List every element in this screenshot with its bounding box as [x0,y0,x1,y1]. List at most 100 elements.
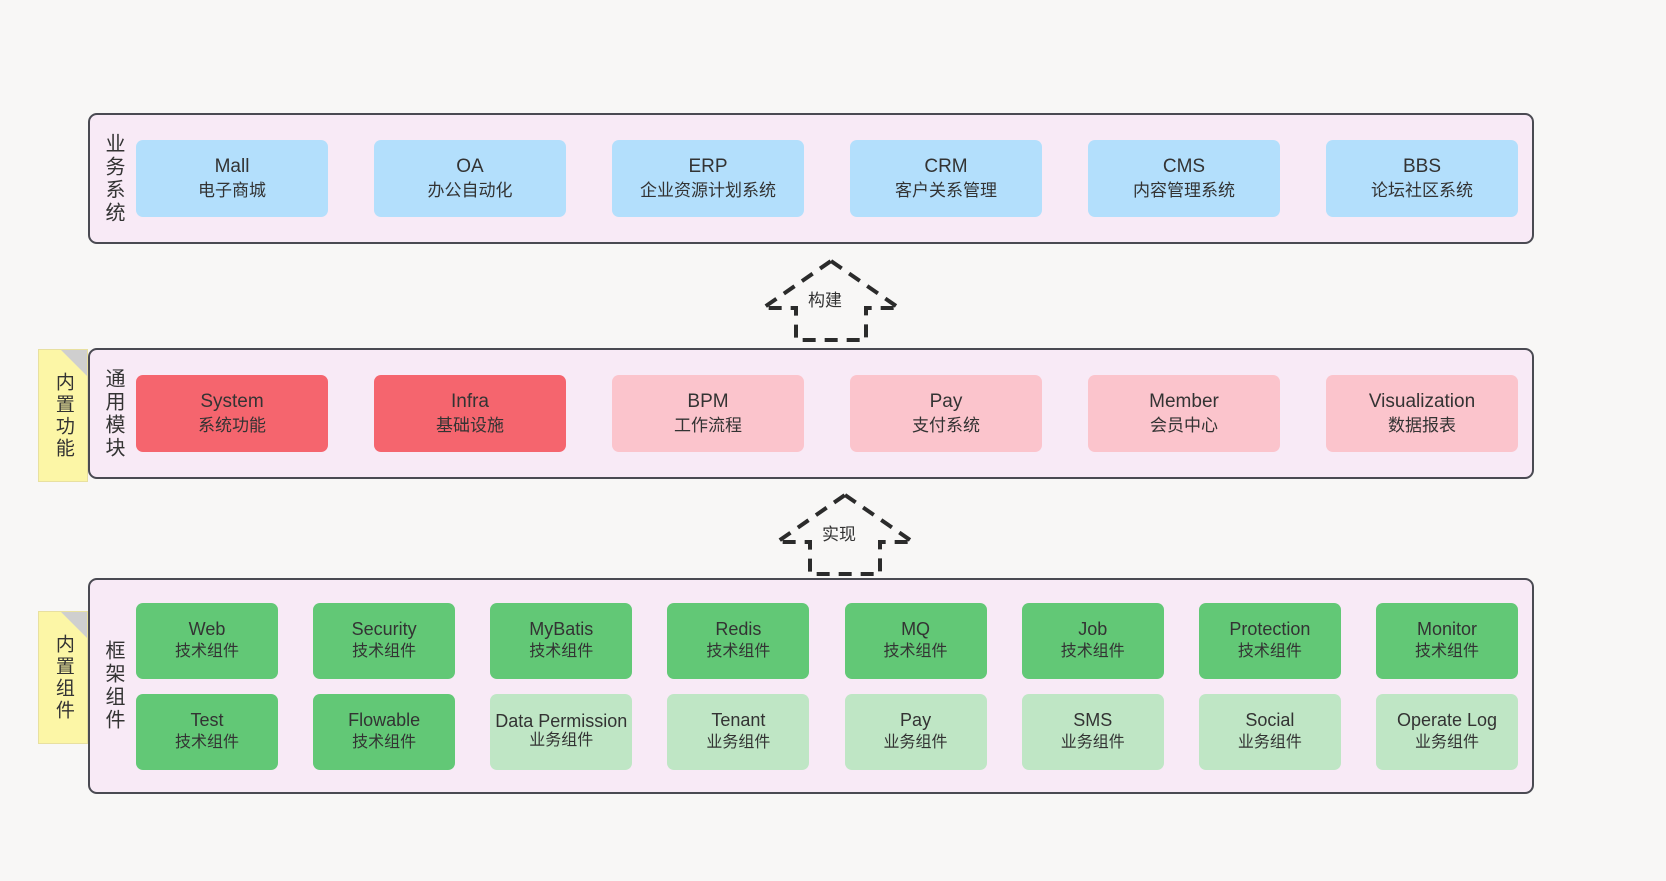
node-erp[interactable]: ERP 企业资源计划系统 [612,140,804,217]
layer-body-common-modules: System 系统功能 Infra 基础设施 BPM 工作流程 Pay 支付系统… [136,350,1532,477]
node-title: CRM [924,156,968,178]
node-data-permission[interactable]: Data Permission 业务组件 [490,693,633,770]
node-subtitle: 技术组件 [1237,642,1302,660]
node-title: Operate Log [1396,710,1498,731]
node-title: Flowable [348,710,421,731]
layer-framework-components: 框架组件 Web 技术组件 Security 技术组件 MyBatis 技术组件… [88,578,1534,794]
node-pay-module[interactable]: Pay 支付系统 [850,375,1042,452]
node-security[interactable]: Security 技术组件 [313,602,456,679]
node-title: Visualization [1368,391,1476,413]
node-title: Mall [214,156,250,178]
node-job[interactable]: Job 技术组件 [1021,602,1164,679]
node-oa[interactable]: OA 办公自动化 [374,140,566,217]
node-infra[interactable]: Infra 基础设施 [374,375,566,452]
node-subtitle: 技术组件 [352,733,417,751]
layer-title-framework-components: 框架组件 [102,640,124,732]
node-title: Social [1245,710,1295,731]
layer-body-business-systems: Mall 电子商城 OA 办公自动化 ERP 企业资源计划系统 CRM 客户关系… [136,115,1532,242]
connector-build: 构建 [756,256,906,344]
layer-body-framework-components: Web 技术组件 Security 技术组件 MyBatis 技术组件 Redi… [136,580,1532,792]
node-subtitle: 业务组件 [883,733,948,751]
node-subtitle: 办公自动化 [427,180,513,200]
node-subtitle: 系统功能 [198,415,266,435]
node-title: MyBatis [529,619,594,640]
layer-title-common-modules: 通用模块 [102,367,124,460]
node-pay-component[interactable]: Pay 业务组件 [844,693,987,770]
node-title: Web [188,619,226,640]
node-monitor[interactable]: Monitor 技术组件 [1375,602,1518,679]
node-title: SMS [1073,710,1113,731]
node-subtitle: 技术组件 [174,642,239,660]
page-fold-icon [61,350,87,376]
node-flowable[interactable]: Flowable 技术组件 [313,693,456,770]
sticky-note-builtin-features: 内置功能 [38,349,88,482]
node-crm[interactable]: CRM 客户关系管理 [850,140,1042,217]
connector-label: 实现 [822,525,856,544]
node-title: Pay [929,391,963,413]
sticky-note-builtin-components: 内置组件 [38,611,88,744]
node-subtitle: 企业资源计划系统 [640,180,776,200]
node-subtitle: 内容管理系统 [1133,180,1235,200]
node-title: System [200,391,264,413]
node-title: ERP [688,156,728,178]
node-subtitle: 客户关系管理 [895,180,997,200]
node-subtitle: 基础设施 [436,415,504,435]
node-title: CMS [1162,156,1206,178]
node-bpm[interactable]: BPM 工作流程 [612,375,804,452]
node-mybatis[interactable]: MyBatis 技术组件 [490,602,633,679]
sticky-note-label: 内置组件 [52,633,74,722]
node-subtitle: 业务组件 [1237,733,1302,751]
dashed-up-arrow-icon [770,492,920,576]
node-subtitle: 会员中心 [1150,415,1218,435]
connector-implement: 实现 [770,490,920,578]
dashed-up-arrow-icon [756,258,906,342]
node-protection[interactable]: Protection 技术组件 [1198,602,1341,679]
node-system[interactable]: System 系统功能 [136,375,328,452]
node-cms[interactable]: CMS 内容管理系统 [1088,140,1280,217]
node-title: OA [456,156,484,178]
node-subtitle: 技术组件 [706,642,771,660]
node-mq[interactable]: MQ 技术组件 [844,602,987,679]
node-subtitle: 电子商城 [198,180,266,200]
node-subtitle: 业务组件 [1414,733,1479,751]
node-title: Infra [450,391,490,413]
node-subtitle: 支付系统 [912,415,980,435]
node-row: System 系统功能 Infra 基础设施 BPM 工作流程 Pay 支付系统… [136,375,1518,452]
node-title: BBS [1402,156,1442,178]
node-title: Job [1078,619,1108,640]
node-subtitle: 工作流程 [674,415,742,435]
layer-common-modules: 通用模块 System 系统功能 Infra 基础设施 BPM 工作流程 Pay… [88,348,1534,479]
node-subtitle: 技术组件 [174,733,239,751]
node-title: Data Permission [495,710,628,731]
node-title: Member [1149,391,1219,413]
node-mall[interactable]: Mall 电子商城 [136,140,328,217]
node-web[interactable]: Web 技术组件 [136,602,278,679]
node-redis[interactable]: Redis 技术组件 [667,602,810,679]
node-subtitle: 业务组件 [529,732,594,750]
node-title: Security [351,619,417,640]
node-row: Mall 电子商城 OA 办公自动化 ERP 企业资源计划系统 CRM 客户关系… [136,140,1518,217]
node-subtitle: 技术组件 [352,642,417,660]
node-subtitle: 数据报表 [1388,415,1456,435]
node-subtitle: 技术组件 [529,642,594,660]
node-member[interactable]: Member 会员中心 [1088,375,1280,452]
node-sms[interactable]: SMS 业务组件 [1021,693,1164,770]
node-test[interactable]: Test 技术组件 [136,693,278,770]
node-operate-log[interactable]: Operate Log 业务组件 [1375,693,1518,770]
node-title: Tenant [711,710,766,731]
node-title: Monitor [1416,619,1477,640]
node-title: Test [190,710,224,731]
node-row: Test 技术组件 Flowable 技术组件 Data Permission … [136,693,1518,770]
node-bbs[interactable]: BBS 论坛社区系统 [1326,140,1518,217]
node-subtitle: 业务组件 [1060,733,1125,751]
node-row: Web 技术组件 Security 技术组件 MyBatis 技术组件 Redi… [136,602,1518,679]
node-tenant[interactable]: Tenant 业务组件 [667,693,810,770]
node-subtitle: 技术组件 [883,642,948,660]
node-subtitle: 论坛社区系统 [1371,180,1473,200]
node-social[interactable]: Social 业务组件 [1198,693,1341,770]
node-subtitle: 业务组件 [706,733,771,751]
node-title: BPM [687,391,729,413]
connector-label: 构建 [808,291,842,310]
node-visualization[interactable]: Visualization 数据报表 [1326,375,1518,452]
